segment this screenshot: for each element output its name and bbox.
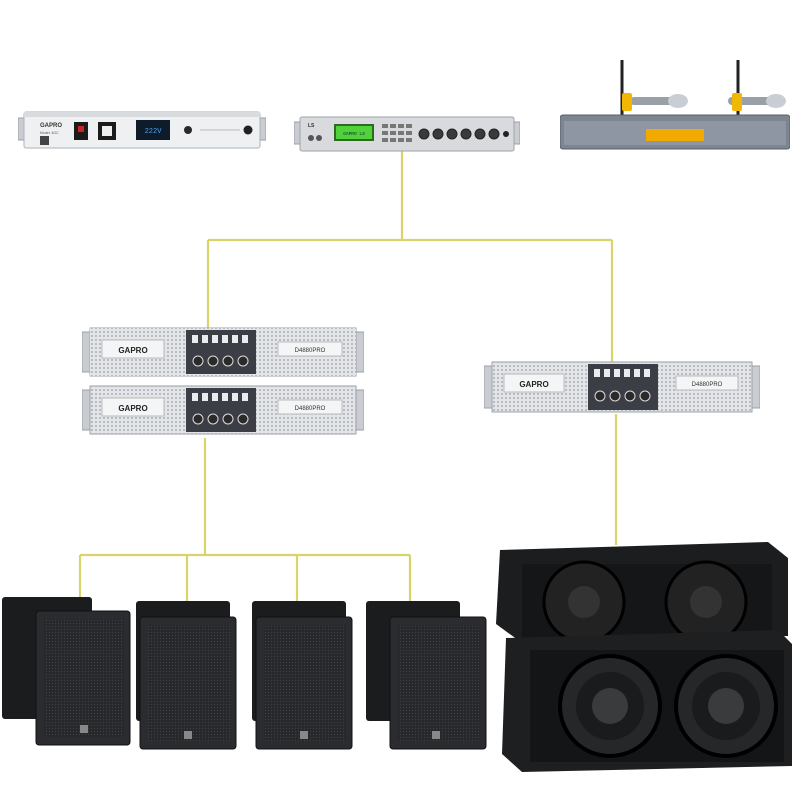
microphone-1 [622, 93, 688, 111]
power-sequencer-unit: GAPRO Model: 4GC 222V [18, 111, 266, 149]
amp-brand-1: GAPRO [118, 346, 147, 355]
wireless-microphone-receiver [560, 60, 790, 150]
amp-gain-knobs-2[interactable] [192, 413, 249, 425]
speaker-badge-icon [80, 725, 88, 733]
amp-model-1: D4880PRO [295, 348, 326, 354]
microphone-2 [728, 93, 786, 111]
sequencer-knob[interactable] [184, 126, 192, 134]
subwoofer-stack [496, 542, 792, 772]
speaker-pair-3 [252, 601, 353, 750]
processor-lcd-text: GAPRO LS [343, 131, 365, 137]
amp-brand-3: GAPRO [519, 380, 548, 389]
subwoofer-2 [502, 630, 792, 772]
sequencer-brand: GAPRO [40, 123, 62, 129]
amplifier-unit-3: GAPRO D4880PRO [484, 361, 760, 413]
speaker-badge-icon [300, 731, 308, 739]
amp-gain-knobs-3[interactable] [594, 390, 651, 402]
voltage-display [136, 120, 170, 140]
sequencer-model: Model: 4GC [40, 131, 59, 135]
receiver-display [646, 129, 704, 141]
sequencer-logo: GAPRO Model: 4GC [40, 123, 62, 135]
speaker-pair-4 [366, 601, 487, 750]
processor-brand: LS [308, 123, 315, 129]
amp-model-3: D4880PRO [692, 382, 723, 388]
speaker-pair-1 [2, 597, 131, 746]
speaker-pair-2 [136, 601, 237, 750]
amplifier-unit-2: GAPRO D4880PRO [82, 385, 364, 435]
processor-knobs[interactable] [418, 128, 500, 140]
amp-gain-knobs-1[interactable] [192, 355, 249, 367]
amp-brand-2: GAPRO [118, 404, 147, 413]
speaker-badge-icon [184, 731, 192, 739]
full-range-speaker-group [2, 597, 487, 750]
power-button[interactable] [243, 125, 253, 135]
karaoke-processor-unit: LS GAPRO LS [294, 116, 520, 152]
amplifier-unit-1: GAPRO D4880PRO [82, 327, 364, 377]
voltage-readout: 222V [145, 128, 163, 136]
processor-buttons-left [308, 135, 322, 141]
amp-model-2: D4880PRO [295, 406, 326, 412]
speaker-badge-icon [432, 731, 440, 739]
qr-code-icon [40, 136, 49, 145]
subwoofer-1 [496, 542, 788, 644]
processor-key-grid[interactable] [382, 124, 412, 142]
